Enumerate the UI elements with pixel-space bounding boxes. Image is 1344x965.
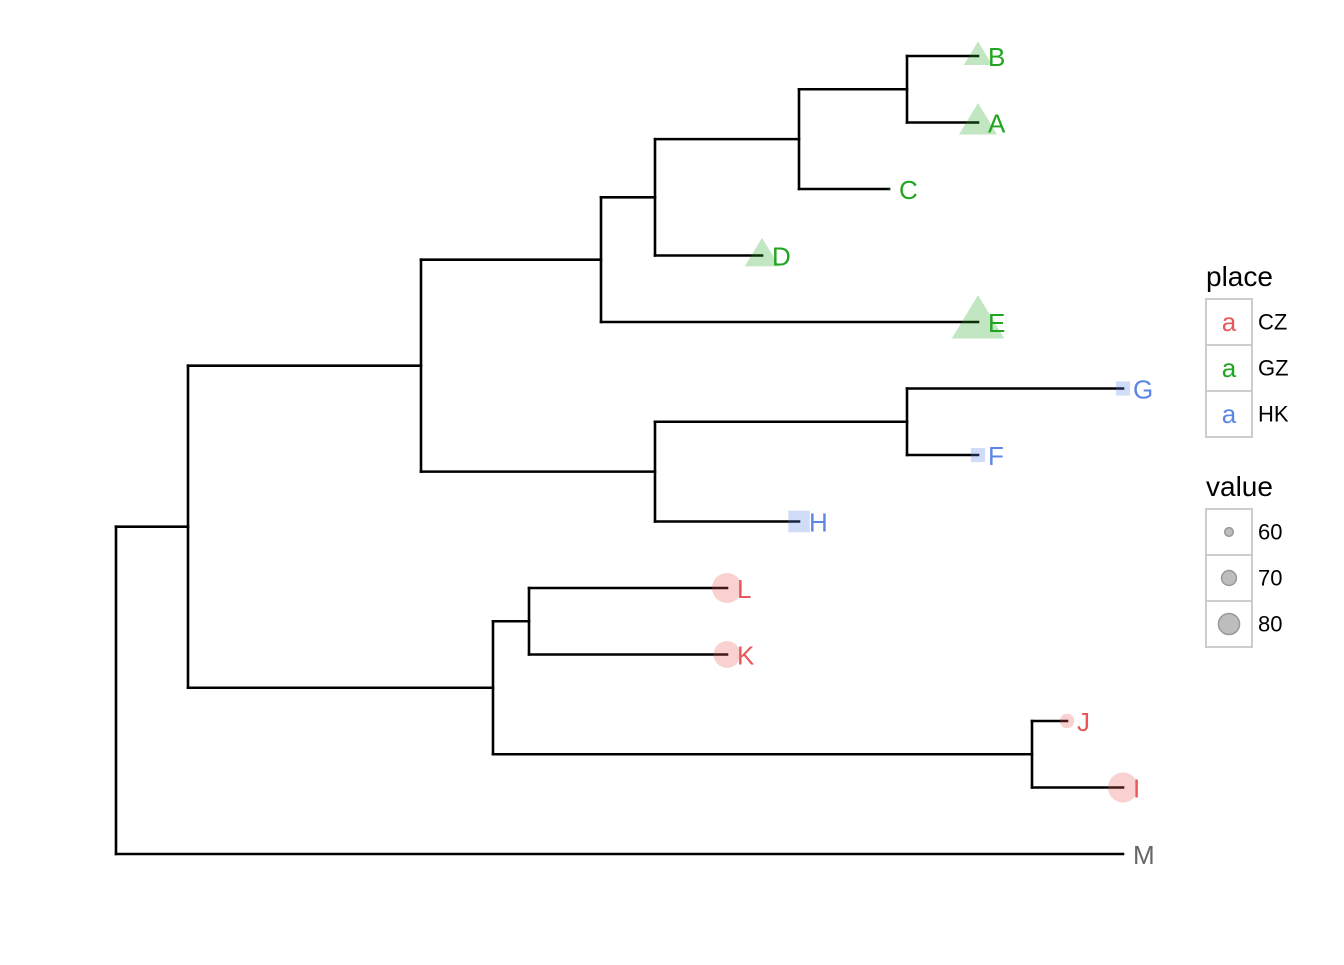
value-legend-circle xyxy=(1223,526,1235,538)
tip-label-b: B xyxy=(988,42,1005,72)
place-legend-label-cz: CZ xyxy=(1258,310,1287,335)
value-legend-label-80: 80 xyxy=(1258,612,1282,637)
tip-label-d: D xyxy=(772,242,791,272)
tip-marker-l xyxy=(712,573,742,603)
place-legend-label-gz: GZ xyxy=(1258,356,1289,381)
tip-marker-h xyxy=(788,510,810,533)
tip-marker-b xyxy=(963,41,993,65)
tip-marker-j xyxy=(1059,713,1075,729)
tip-marker-f xyxy=(970,447,986,463)
tip-marker-g xyxy=(1115,381,1131,396)
tip-label-e: E xyxy=(988,308,1005,338)
tip-marker-c xyxy=(886,186,892,191)
tip-label-i: I xyxy=(1133,774,1140,804)
value-legend-circle xyxy=(1217,612,1241,636)
tip-label-c: C xyxy=(899,175,918,205)
tip-marker-k xyxy=(713,641,741,668)
tip-marker-d xyxy=(744,237,780,267)
value-legend: value 60 70 80 xyxy=(1205,471,1282,648)
tip-label-m: M xyxy=(1133,840,1155,870)
place-legend-key-box xyxy=(1205,390,1253,438)
tree-branches xyxy=(114,54,1125,856)
value-legend-label-60: 60 xyxy=(1258,520,1282,545)
tip-label-f: F xyxy=(988,441,1004,471)
tip-label-l: L xyxy=(737,574,751,604)
value-legend-circle xyxy=(1220,569,1238,587)
tip-marker-e xyxy=(951,295,1005,339)
tip-marker-i xyxy=(1108,772,1138,803)
place-legend-label-hk: HK xyxy=(1258,402,1289,427)
value-legend-label-70: 70 xyxy=(1258,566,1282,591)
tip-label-a: A xyxy=(988,109,1006,139)
tip-marker-a xyxy=(958,102,998,135)
place-legend-title: place xyxy=(1206,261,1273,292)
tip-label-j: J xyxy=(1077,707,1090,737)
tip-label-k: K xyxy=(737,641,755,671)
tree-tips: B A C D E G F H L K J I M xyxy=(712,41,1155,870)
place-legend-key-glyph: a xyxy=(1222,399,1237,429)
tip-label-h: H xyxy=(809,508,828,538)
tip-label-g: G xyxy=(1133,375,1153,405)
value-legend-title: value xyxy=(1206,471,1273,502)
place-legend-key-glyph: a xyxy=(1222,353,1237,383)
place-legend-key-box xyxy=(1205,344,1253,392)
place-legend-key-glyph: a xyxy=(1222,307,1237,337)
